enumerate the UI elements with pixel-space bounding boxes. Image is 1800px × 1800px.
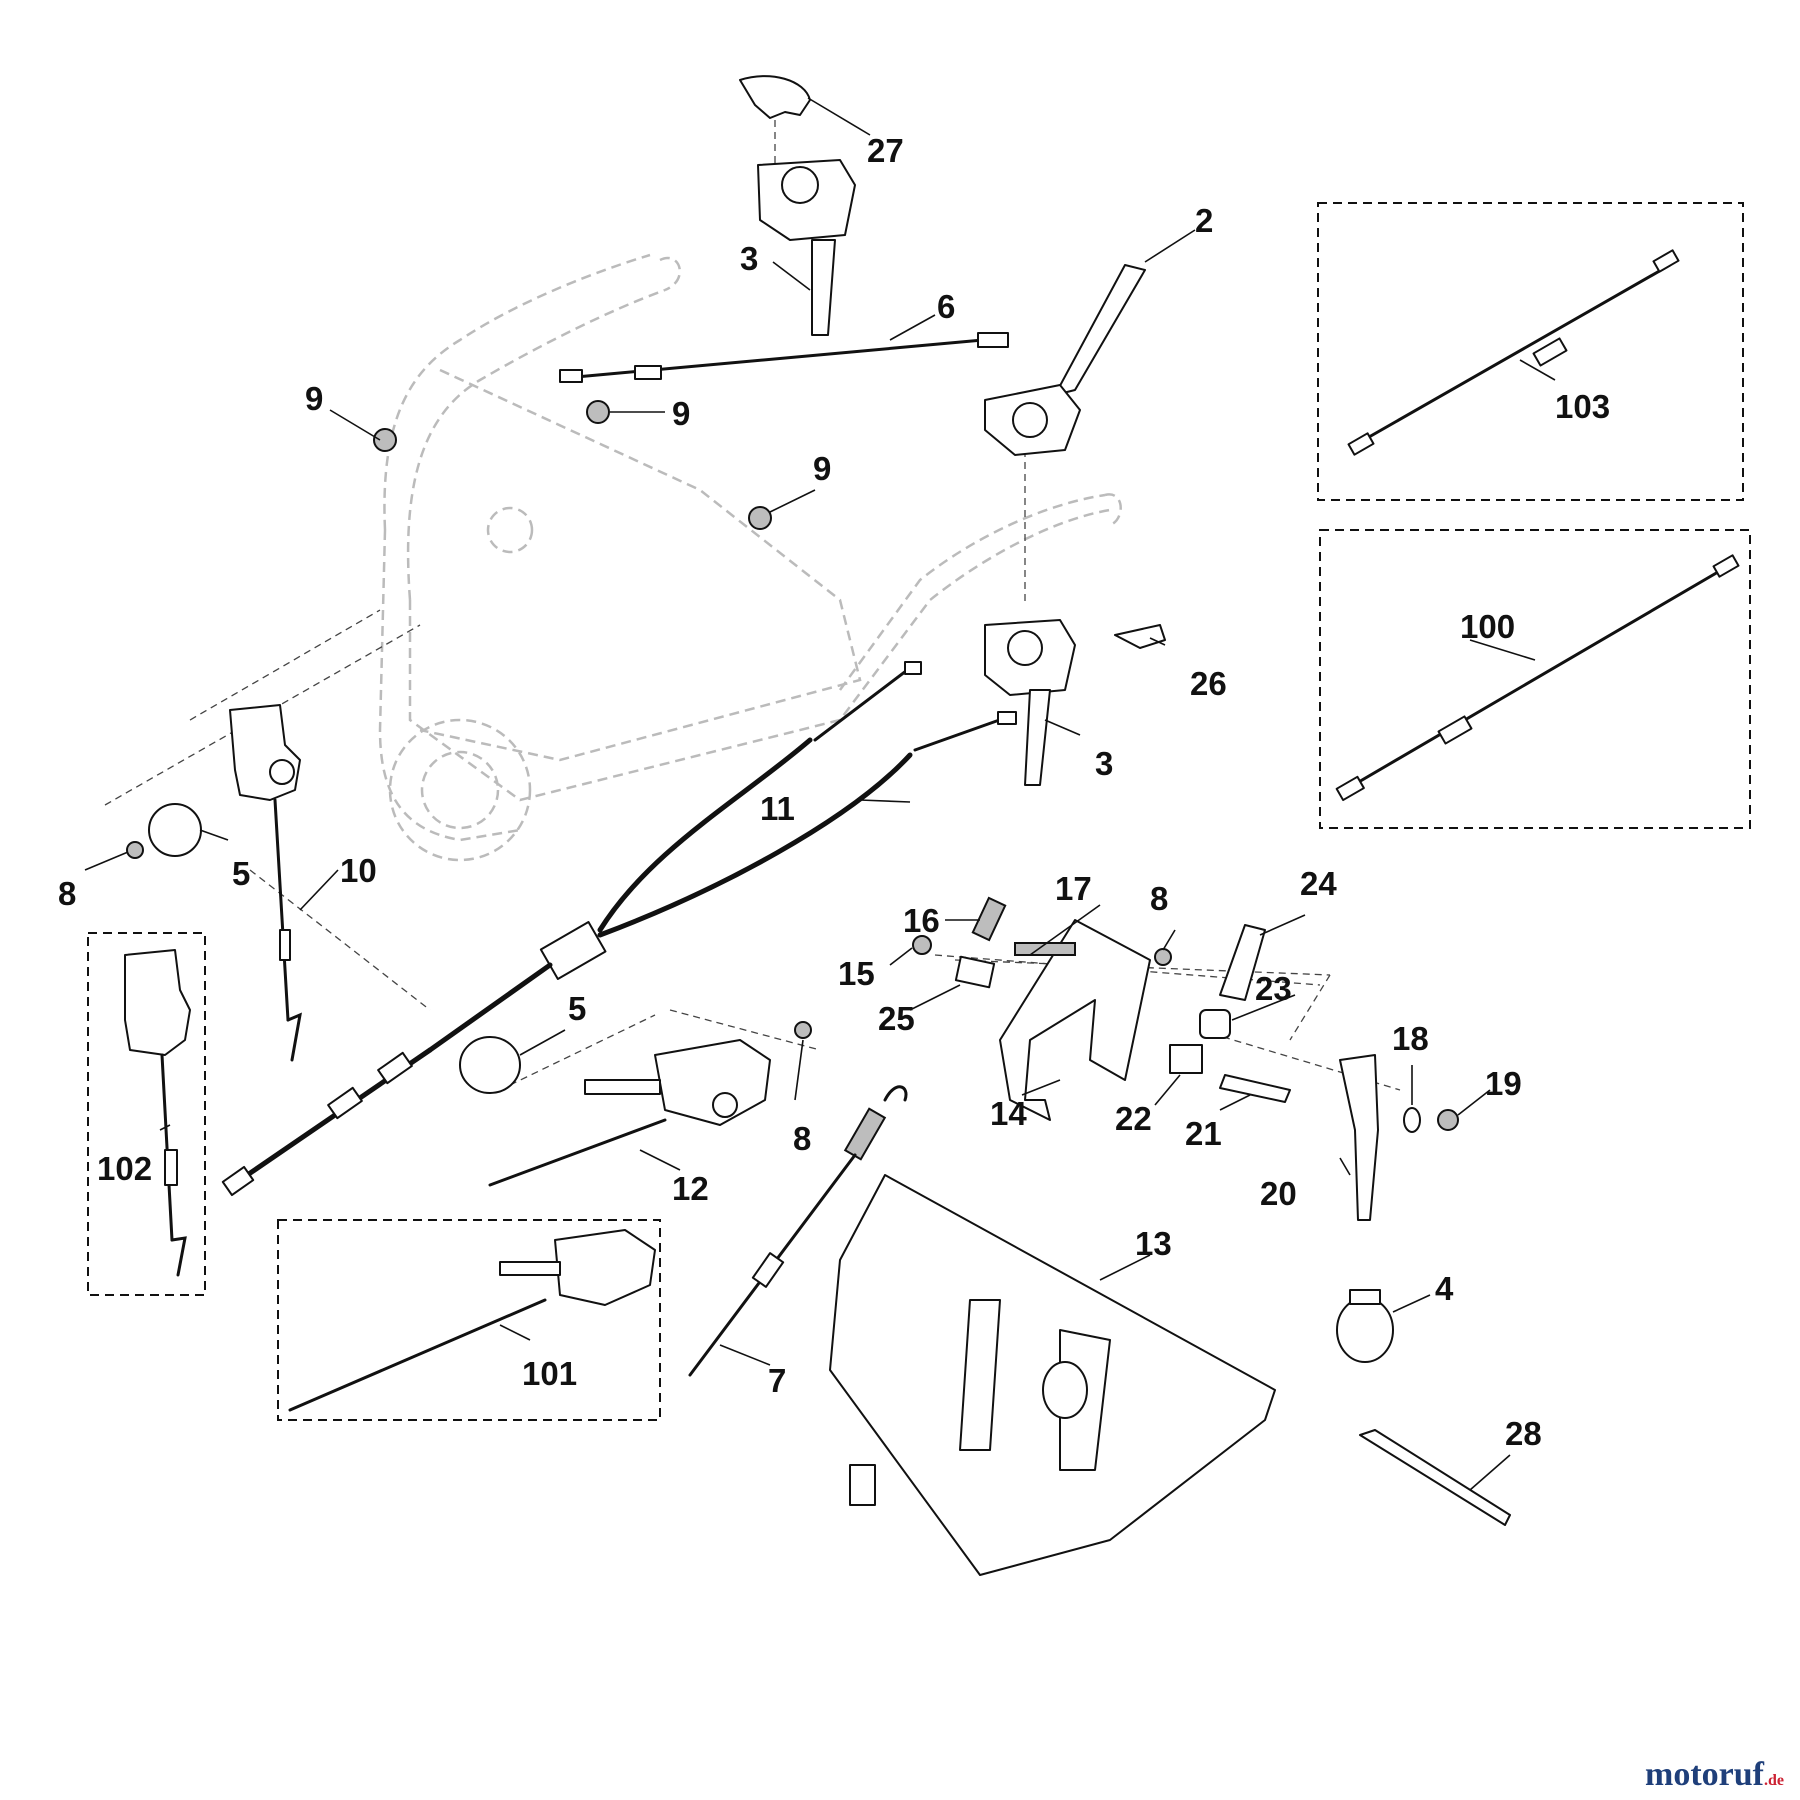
part-17-bolt: [1014, 942, 1076, 956]
callout-100: 100: [1460, 608, 1515, 645]
callout-3-lower: 3: [1095, 745, 1113, 782]
callout-19: 19: [1485, 1065, 1522, 1102]
callout-4: 4: [1435, 1270, 1454, 1307]
callout-16: 16: [903, 902, 940, 939]
callout-11: 11: [760, 790, 795, 827]
part-3-lower-lever: [984, 619, 1076, 786]
parts-18-20: [1339, 1054, 1459, 1221]
callout-101: 101: [522, 1355, 577, 1392]
callout-10: 10: [340, 852, 377, 889]
callout-20: 20: [1260, 1175, 1297, 1212]
callout-8-right: 8: [1150, 880, 1168, 917]
part-25-clamp: [954, 955, 996, 989]
watermark-text: motoruf: [1645, 1756, 1764, 1793]
watermark-tld: .de: [1764, 1772, 1784, 1789]
part-24-lever: [1219, 924, 1266, 1001]
part-6-rod: [559, 332, 1009, 383]
part-10-control: [229, 704, 302, 1062]
box-103: [1317, 202, 1744, 501]
part-16-spring: [971, 896, 1007, 942]
callout-14: 14: [990, 1095, 1027, 1132]
box-102: [87, 932, 206, 1296]
callout-2: 2: [1195, 202, 1213, 239]
part-18-washer: [1403, 1107, 1421, 1133]
callout-6: 6: [937, 288, 955, 325]
callout-9-right: 9: [813, 450, 831, 487]
callout-23: 23: [1255, 970, 1292, 1007]
small-hardware: [912, 896, 1076, 989]
callout-5-mid: 5: [568, 990, 586, 1027]
part-28-strap: [1359, 1429, 1511, 1526]
callout-103: 103: [1555, 388, 1610, 425]
part-20-arm: [1339, 1054, 1379, 1221]
callout-8-mid: 8: [793, 1120, 811, 1157]
part-4-knob: [1336, 1289, 1394, 1363]
part-14-bracket: [999, 919, 1151, 1121]
part-2-lever: [984, 264, 1146, 456]
part-7-spring-rod: [688, 1085, 908, 1377]
callout-5-left: 5: [232, 855, 250, 892]
callout-8-left: 8: [58, 875, 76, 912]
part-23-bushing: [1199, 1009, 1231, 1039]
part-19-nut: [1437, 1109, 1459, 1131]
part-13-chute: [829, 1174, 1276, 1576]
callout-9-mid: 9: [672, 395, 690, 432]
callouts: 2 3 3 4 5 5 6 7 8 8 8 9 9 9 10 11 12 13 …: [58, 132, 1610, 1452]
box-101: [277, 1219, 661, 1421]
callout-12: 12: [672, 1170, 709, 1207]
callout-17: 17: [1055, 870, 1092, 907]
callout-7: 7: [768, 1362, 786, 1399]
callout-22: 22: [1115, 1100, 1152, 1137]
part-5-knobs: [148, 803, 521, 1094]
callout-26: 26: [1190, 665, 1227, 702]
callout-102: 102: [97, 1150, 152, 1187]
ghost-handle-frame: [378, 253, 1122, 862]
callout-24: 24: [1300, 865, 1337, 902]
part-11-dual-cable: [221, 661, 1017, 1197]
part-12-control: [488, 1039, 771, 1187]
callout-15: 15: [838, 955, 875, 992]
part-22-bracket: [1169, 1044, 1203, 1074]
callout-3-upper: 3: [740, 240, 758, 277]
callout-21: 21: [1185, 1115, 1222, 1152]
part-26-clip: [1114, 624, 1166, 649]
callout-18: 18: [1392, 1020, 1429, 1057]
part-8-nuts: [126, 841, 1172, 1039]
parts-21-24: [1169, 924, 1291, 1103]
callout-27: 27: [867, 132, 904, 169]
callout-9-left: 9: [305, 380, 323, 417]
part-27-cap: [739, 75, 811, 119]
callout-28: 28: [1505, 1415, 1542, 1452]
callout-25: 25: [878, 1000, 915, 1037]
leader-lines: [84, 97, 1556, 1491]
box-100: [1319, 529, 1751, 829]
watermark-logo: motoruf.de: [1645, 1756, 1784, 1794]
part-3-upper-lever: [757, 159, 856, 336]
callout-13: 13: [1135, 1225, 1172, 1262]
part-9-bolts: [373, 400, 772, 530]
part-15-screw: [912, 935, 932, 955]
part-21-pin: [1219, 1074, 1291, 1103]
